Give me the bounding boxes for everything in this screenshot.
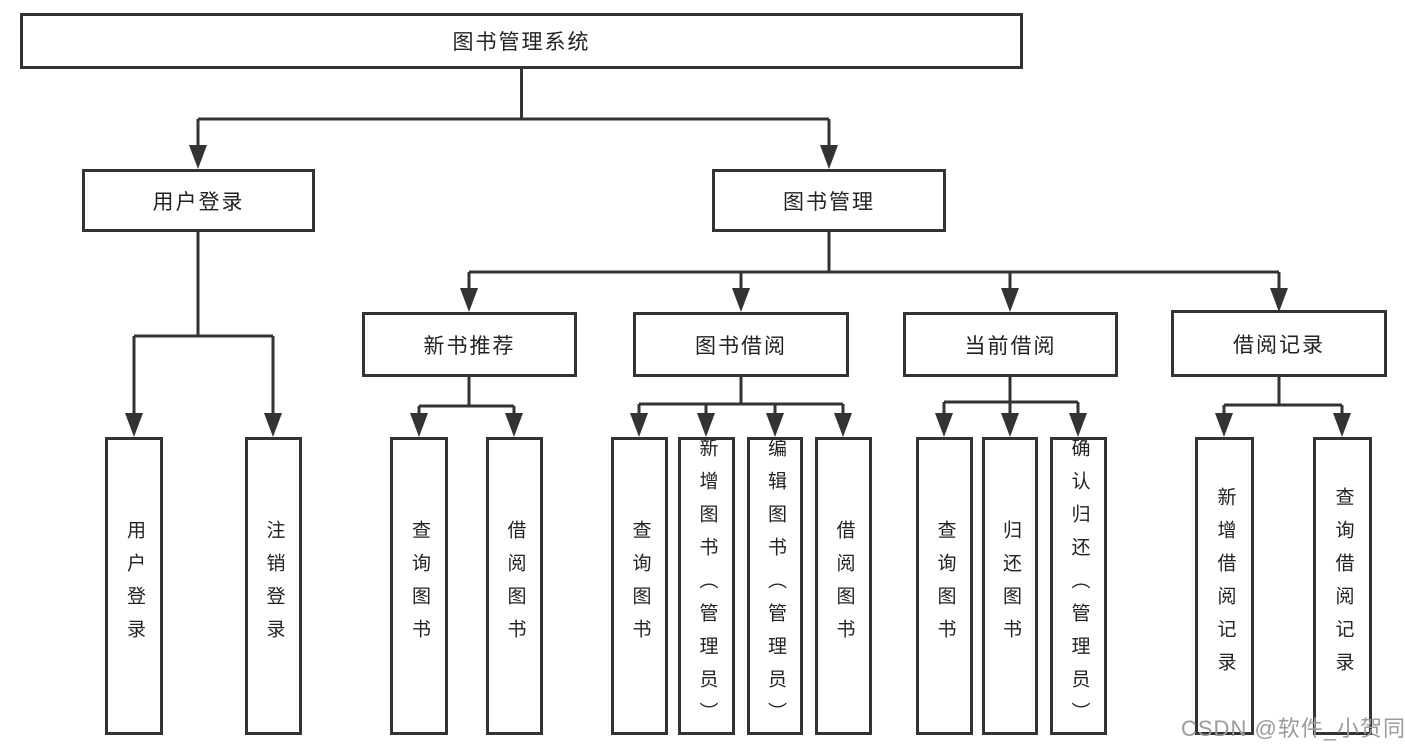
leaf-label: 借阅图书 [504, 520, 526, 652]
leaf-label: 查询借阅记录 [1332, 487, 1354, 685]
leaf-label: 归还图书 [999, 520, 1021, 652]
node-book-management: 图书管理 [712, 169, 946, 232]
leaf-return-books: 归还图书 [982, 437, 1038, 735]
leaf-label: 用户登录 [123, 520, 145, 652]
arrowheads [125, 145, 1351, 437]
leaf-edit-books-admin: 编辑图书（管理员） [747, 437, 803, 735]
leaf-add-books-admin: 新增图书（管理员） [678, 437, 735, 735]
leaf-add-borrow-record: 新增借阅记录 [1195, 437, 1254, 735]
node-current-borrow: 当前借阅 [903, 312, 1118, 377]
node-new-book-recommend: 新书推荐 [362, 312, 577, 377]
leaf-label: 确认归还（管理员） [1068, 437, 1090, 735]
leaf-label: 新增借阅记录 [1214, 487, 1236, 685]
leaf-borrow-books-recommend: 借阅图书 [486, 437, 543, 735]
node-root-library-system: 图书管理系统 [20, 13, 1023, 69]
leaf-label: 查询图书 [629, 520, 651, 652]
csdn-watermark: CSDN @软件_小贺同学 [1181, 716, 1405, 741]
leaf-label: 查询图书 [934, 520, 956, 652]
leaf-query-books-recommend: 查询图书 [390, 437, 448, 735]
leaf-confirm-return-admin: 确认归还（管理员） [1050, 437, 1107, 735]
leaf-query-books-borrow: 查询图书 [611, 437, 668, 735]
leaf-label: 查询图书 [408, 520, 430, 652]
leaf-label: 注销登录 [263, 520, 285, 652]
node-book-borrow: 图书借阅 [633, 312, 849, 377]
leaf-label: 编辑图书（管理员） [764, 437, 786, 735]
leaf-logout: 注销登录 [245, 437, 302, 735]
leaf-query-borrow-record: 查询借阅记录 [1313, 437, 1372, 735]
leaf-label: 借阅图书 [833, 520, 855, 652]
leaf-query-books-current: 查询图书 [916, 437, 973, 735]
leaf-user-login: 用户登录 [105, 437, 163, 735]
leaf-label: 新增图书（管理员） [696, 437, 718, 735]
leaf-borrow-books: 借阅图书 [815, 437, 872, 735]
node-user-login: 用户登录 [82, 169, 315, 232]
node-borrow-records: 借阅记录 [1171, 310, 1387, 377]
